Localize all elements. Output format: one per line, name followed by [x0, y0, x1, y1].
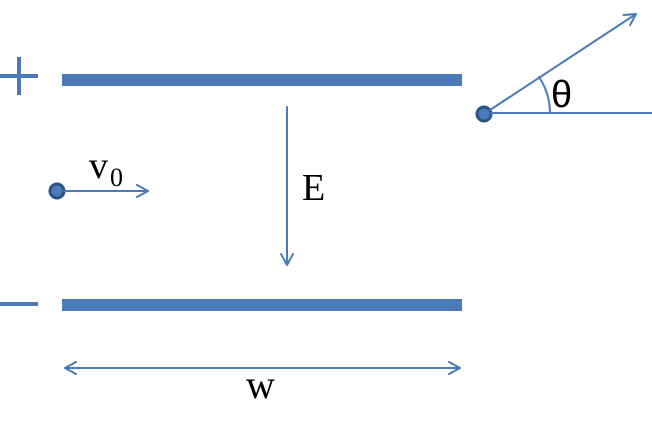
width-label: w [246, 362, 275, 407]
negative-plate [62, 299, 462, 311]
velocity-label: v0 [89, 145, 123, 192]
plus-sign-icon [0, 57, 38, 95]
angle-label: θ [551, 74, 572, 116]
incoming-particle [48, 182, 66, 200]
velocity-subscript: 0 [110, 163, 123, 192]
field-label: E [302, 167, 325, 209]
exiting-particle [475, 105, 493, 123]
exit-velocity-arrow [489, 13, 637, 111]
positive-plate [62, 74, 462, 86]
angle-arc [538, 76, 551, 114]
